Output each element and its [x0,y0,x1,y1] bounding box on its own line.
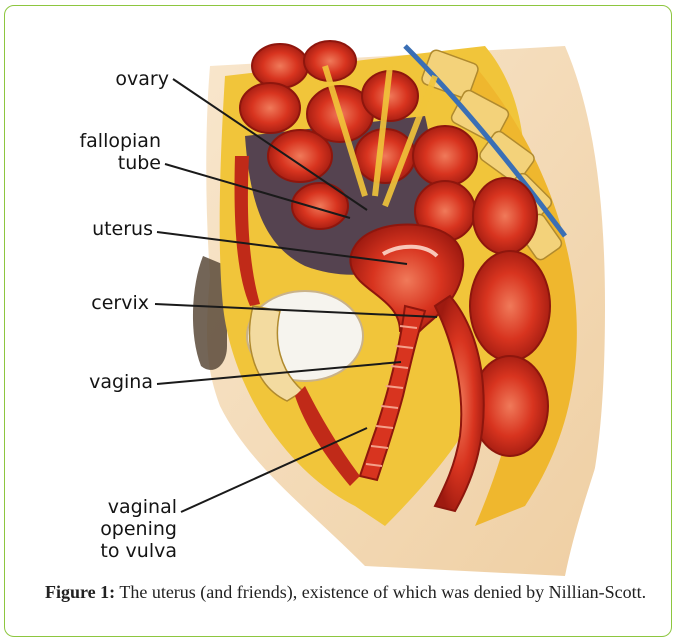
label-vagina: vagina [75,371,153,393]
caption-text: The uterus (and friends), existence of w… [115,582,646,602]
label-opening-line3: to vulva [75,540,177,562]
figure-caption: Figure 1: The uterus (and friends), exis… [45,580,655,604]
label-uterus: uterus [73,218,153,240]
label-fallopian-tube: fallopian tube [55,130,161,174]
label-fallopian-line1: fallopian [55,130,161,152]
label-opening-line1: vaginal [75,496,177,518]
label-opening-line2: opening [75,518,177,540]
label-cervix: cervix [77,292,149,314]
label-ovary: ovary [103,68,169,90]
figure-frame: ovary fallopian tube uterus cervix vagin… [4,5,672,637]
label-fallopian-line2: tube [55,152,161,174]
label-vaginal-opening: vaginal opening to vulva [75,496,177,562]
caption-label: Figure 1: [45,582,115,602]
anatomy-illustration [5,6,672,576]
